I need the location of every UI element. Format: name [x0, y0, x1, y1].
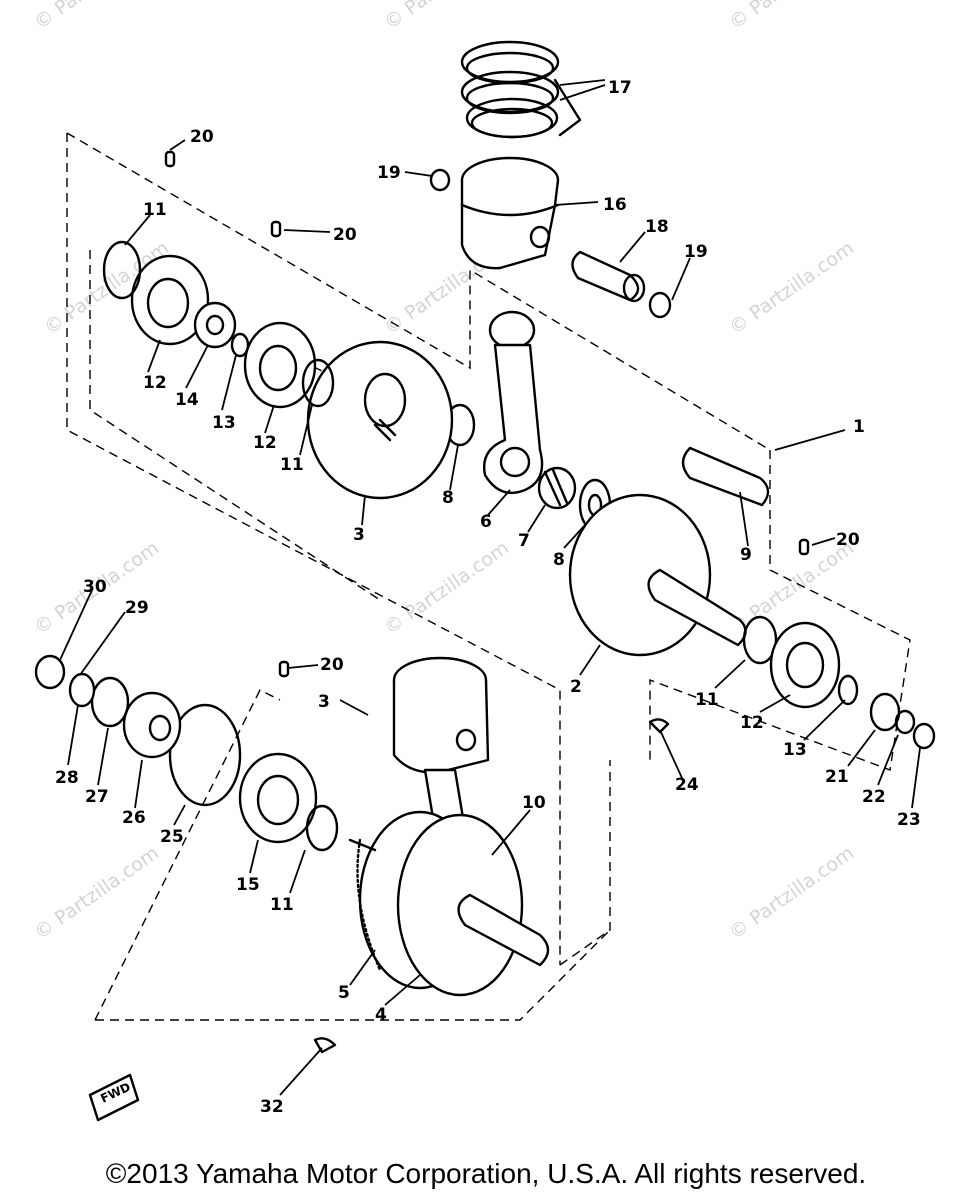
upper-right-bearing — [769, 621, 841, 709]
dowel-pin — [164, 150, 176, 168]
callout-9: 9 — [740, 545, 752, 565]
callout-16: 16 — [603, 195, 627, 215]
lower-left-bearing — [238, 752, 318, 844]
callout-18: 18 — [645, 217, 669, 237]
callout-15: 15 — [236, 875, 260, 895]
woodruff-key — [648, 718, 670, 734]
callout-3-lower: 3 — [318, 692, 330, 712]
lower-nut — [34, 654, 66, 690]
upper-piston-pin — [571, 250, 646, 303]
upper-left-bearing-outer — [130, 254, 210, 346]
callout-32: 32 — [260, 1097, 284, 1117]
upper-crank-pin — [681, 446, 770, 507]
callout-5: 5 — [338, 983, 350, 1003]
upper-left-gear — [193, 301, 237, 349]
callout-22: 22 — [862, 787, 886, 807]
callout-11: 11 — [280, 455, 304, 475]
callout-20: 20 — [836, 530, 860, 550]
callout-20: 20 — [320, 655, 344, 675]
lower-small-gear — [68, 672, 96, 708]
watermark-text: © Partzilla.com — [30, 842, 163, 944]
callout-20: 20 — [190, 127, 214, 147]
upper-right-small-parts — [869, 692, 936, 750]
callout-26: 26 — [122, 808, 146, 828]
callout-19: 19 — [377, 163, 401, 183]
callout-3: 3 — [353, 525, 365, 545]
fwd-arrow: FWD — [88, 1073, 140, 1122]
upper-circlip-left — [429, 168, 451, 192]
upper-needle-bearing — [537, 466, 577, 510]
callout-10: 10 — [522, 793, 546, 813]
callout-13: 13 — [783, 740, 807, 760]
upper-connecting-rod — [483, 310, 544, 495]
callout-6: 6 — [480, 512, 492, 532]
callout-12: 12 — [740, 713, 764, 733]
callout-2: 2 — [570, 677, 582, 697]
callout-17: 17 — [608, 78, 632, 98]
callout-4: 4 — [375, 1005, 387, 1025]
lower-piston — [392, 656, 490, 774]
callout-13: 13 — [212, 413, 236, 433]
callout-19: 19 — [684, 242, 708, 262]
callout-11: 11 — [695, 690, 719, 710]
watermark-text: © Partzilla.com — [725, 0, 858, 34]
upper-right-circlip — [837, 674, 859, 706]
callout-29: 29 — [125, 598, 149, 618]
callout-21: 21 — [825, 767, 849, 787]
copyright-notice: ©2013 Yamaha Motor Corporation, U.S.A. A… — [105, 1158, 867, 1189]
watermark-text: © Partzilla.com — [725, 842, 858, 944]
watermark-text: © Partzilla.com — [30, 0, 163, 34]
callout-20: 20 — [333, 225, 357, 245]
callout-14: 14 — [175, 390, 199, 410]
drive-gear — [122, 691, 182, 759]
callout-8-right: 8 — [553, 550, 565, 570]
callout-1: 1 — [853, 417, 865, 437]
upper-left-crank-wheel — [306, 340, 454, 500]
callout-12: 12 — [143, 373, 167, 393]
upper-piston — [460, 156, 560, 270]
watermark-text: © Partzilla.com — [725, 237, 858, 339]
lower-small-pin — [313, 1037, 337, 1054]
dowel-pin — [278, 660, 290, 678]
callout-11: 11 — [143, 200, 167, 220]
leader-lines — [59, 79, 921, 1096]
upper-left-oil-seal — [102, 240, 142, 300]
callout-12: 12 — [253, 433, 277, 453]
lower-primary-gear-teeth — [356, 838, 382, 972]
crankshaft-piston-exploded-diagram: © Partzilla.com © Partzilla.com © Partzi… — [30, 0, 936, 1122]
assembly-outlines — [66, 132, 911, 1021]
callout-30: 30 — [83, 577, 107, 597]
upper-right-crank-wheel — [568, 493, 747, 657]
upper-left-bearing-inner — [243, 321, 317, 409]
lower-left-seal — [305, 804, 339, 852]
callout-24: 24 — [675, 775, 699, 795]
watermark-text: © Partzilla.com — [380, 537, 513, 639]
dowel-pin — [270, 220, 282, 238]
o-ring — [168, 703, 242, 807]
callout-28: 28 — [55, 768, 79, 788]
callout-numbers: 1 2 3 3 4 5 6 7 8 8 9 10 11 11 11 11 12 … — [55, 78, 921, 1117]
upper-left-seal-inner — [301, 358, 335, 408]
lower-washer — [90, 676, 130, 728]
callout-7: 7 — [518, 531, 530, 551]
dowel-pin — [798, 538, 810, 556]
piston-rings — [460, 40, 582, 139]
callout-25: 25 — [160, 827, 184, 847]
callout-27: 27 — [85, 787, 109, 807]
lower-crank-wheels — [348, 810, 550, 997]
callout-8: 8 — [442, 488, 454, 508]
watermark-text: © Partzilla.com — [380, 0, 513, 34]
callout-23: 23 — [897, 810, 921, 830]
upper-circlip-right — [648, 291, 672, 319]
upper-right-seal — [742, 615, 778, 665]
callout-11: 11 — [270, 895, 294, 915]
